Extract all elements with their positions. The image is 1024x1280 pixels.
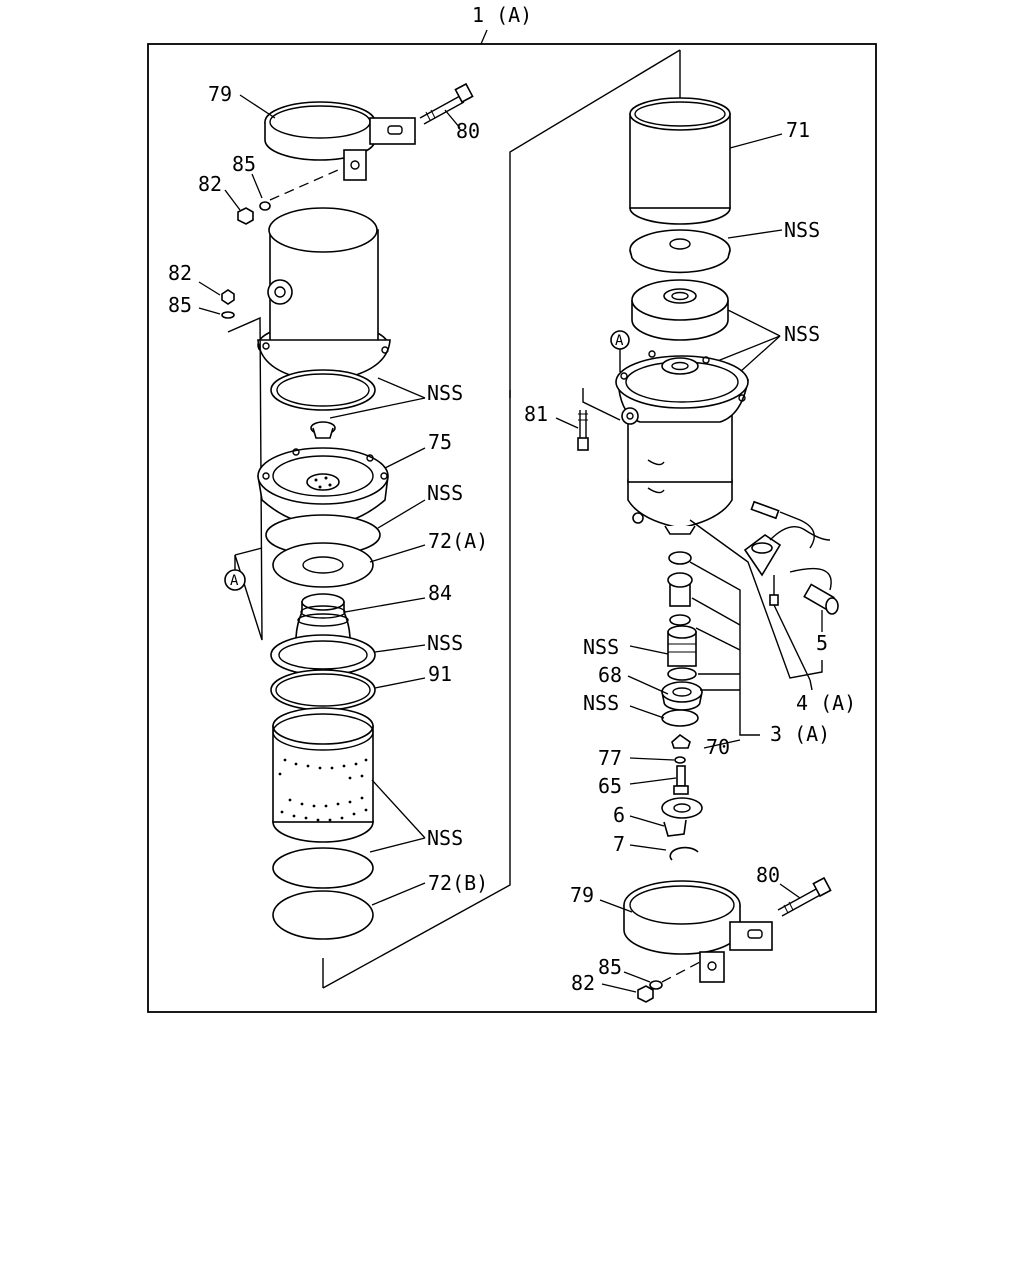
callout-nss-7: NSS <box>583 635 619 659</box>
washer-77 <box>674 756 686 764</box>
valve-spool <box>667 625 697 667</box>
lower-filter-housing <box>615 350 749 535</box>
callout-65: 65 <box>598 774 622 798</box>
bolt-81 <box>577 410 589 451</box>
callout-6: 6 <box>613 803 625 827</box>
callout-4a: 4 (A) <box>796 691 856 715</box>
callout-85-bottom: 85 <box>598 955 622 979</box>
filter-element <box>272 707 374 843</box>
callout-5: 5 <box>816 631 828 655</box>
callout-68: 68 <box>598 663 622 687</box>
valve-cup-68 <box>661 681 703 711</box>
o-ring-91 <box>270 669 376 711</box>
filter-disc-a <box>272 542 374 588</box>
valve-cone-70 <box>671 733 691 749</box>
callout-84: 84 <box>428 581 452 605</box>
seal-cap <box>631 279 729 341</box>
bolt-bottom-right <box>777 876 832 917</box>
callout-85-side: 85 <box>168 293 192 317</box>
upper-filter-housing <box>257 207 391 379</box>
callout-nss-2: NSS <box>427 481 463 505</box>
callout-75: 75 <box>428 430 452 454</box>
callout-nss-5: NSS <box>784 218 820 242</box>
cover-plate <box>257 447 389 526</box>
callout-81: 81 <box>524 402 548 426</box>
clamp-band-bottom-right <box>623 880 773 983</box>
callout-nss-1: NSS <box>427 381 463 405</box>
svg-text:A: A <box>615 333 624 349</box>
callout-71: 71 <box>786 118 810 142</box>
seal-cap-6 <box>661 797 703 837</box>
callout-82-side: 82 <box>168 261 192 285</box>
callout-nss-3: NSS <box>427 631 463 655</box>
sleeve-stem <box>667 572 693 607</box>
bolt-top-left <box>419 82 474 125</box>
clamp-band-top-left <box>264 101 416 181</box>
o-ring-nss <box>661 709 699 727</box>
callout-7: 7 <box>613 832 625 856</box>
callout-82-bottom: 82 <box>571 971 595 995</box>
callout-72b: 72(B) <box>428 871 488 895</box>
callout-79-top: 79 <box>208 82 232 106</box>
filter-sleeve <box>629 97 731 225</box>
snap-ring-7 <box>669 846 699 861</box>
callout-72a: 72(A) <box>428 529 488 553</box>
callout-70: 70 <box>706 735 730 759</box>
sensor-5 <box>743 500 839 615</box>
callout-80-bottom: 80 <box>756 863 780 887</box>
nut-washer-top-left <box>237 169 339 225</box>
callout-nss-6: NSS <box>784 322 820 346</box>
callout-3a: 3 (A) <box>770 722 830 746</box>
o-ring-68-upper <box>667 667 697 681</box>
callout-85-top: 85 <box>232 152 256 176</box>
callout-77: 77 <box>598 746 622 770</box>
nut-bottom-right <box>637 985 654 1003</box>
gasket-ring-upper <box>270 369 376 411</box>
screw-65 <box>673 765 689 795</box>
diagram-frame <box>147 43 877 1013</box>
spacer-small <box>669 614 691 626</box>
filter-disc-b <box>272 890 374 940</box>
callout-91: 91 <box>428 662 452 686</box>
callout-nss-8: NSS <box>583 691 619 715</box>
callout-82-top: 82 <box>198 172 222 196</box>
filter-disc-nss <box>272 847 374 889</box>
o-ring-small-top <box>668 551 692 565</box>
callout-80-top: 80 <box>456 119 480 143</box>
assembly-callout: 1 (A) <box>472 3 532 27</box>
callout-79-bottom: 79 <box>570 883 594 907</box>
callout-nss-4: NSS <box>427 826 463 850</box>
washer-bottom-right <box>649 980 663 990</box>
group-divider <box>322 49 681 989</box>
svg-text:A: A <box>230 573 239 589</box>
valve-body <box>295 593 351 641</box>
seal-plate-upper <box>629 229 731 274</box>
